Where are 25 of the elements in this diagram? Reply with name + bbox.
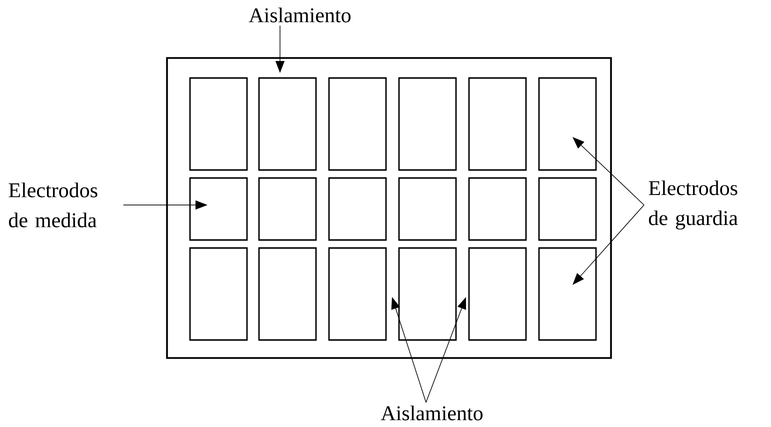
- electrode-box: [328, 247, 387, 341]
- leader-arrow: [572, 204, 644, 285]
- electrode-box: [189, 177, 248, 241]
- electrode-box: [538, 247, 597, 341]
- electrode-box: [258, 247, 317, 341]
- electrode-box: [468, 177, 527, 241]
- electrode-box: [538, 177, 597, 241]
- callout-label: Aislamiento: [248, 8, 351, 22]
- leader-arrow: [572, 137, 644, 206]
- electrode-box: [538, 77, 597, 171]
- electrode-box: [328, 77, 387, 171]
- panel-frame: [166, 57, 612, 359]
- electrode-box: [328, 177, 387, 241]
- callout-label: Electrodos de medida: [8, 182, 98, 228]
- electrode-box: [398, 247, 457, 341]
- electrode-box: [189, 77, 248, 171]
- callout-label: Electrodos de guardia: [648, 180, 738, 230]
- electrode-box: [468, 247, 527, 341]
- electrode-box: [468, 77, 527, 171]
- electrode-box: [398, 77, 457, 171]
- callout-label: Aislamiento: [380, 406, 483, 420]
- electrode-box: [189, 247, 248, 341]
- electrode-box: [258, 177, 317, 241]
- electrode-box: [398, 177, 457, 241]
- electrode-box: [258, 77, 317, 171]
